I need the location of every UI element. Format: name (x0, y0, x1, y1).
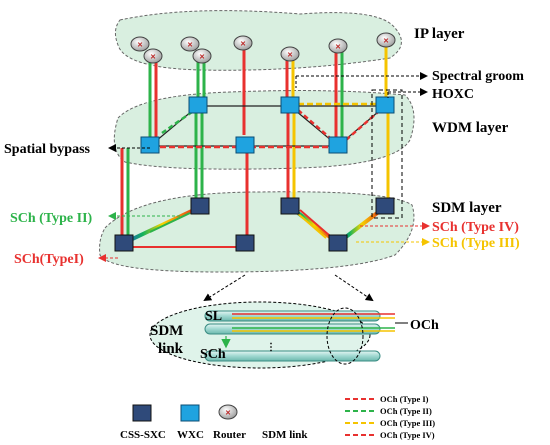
vertical-lightpaths (120, 45, 390, 240)
legend-css-sxc-label: CSS-SXC (120, 429, 166, 441)
router-icon: ✕ (143, 48, 163, 64)
routers: ✕ ✕ ✕ ✕ ✕ ✕ ✕ ✕ (130, 32, 396, 64)
legend-wxc-icon (180, 404, 200, 422)
legend-wxc-label: WXC (177, 429, 204, 441)
wxc-icon (188, 96, 208, 114)
spatial-bypass-label: Spatial bypass (4, 142, 91, 157)
spatial-lane-tube-2 (204, 323, 381, 335)
legend-och-type4-label: OCh (Type IV) (380, 430, 435, 440)
router-icon: ✕ (180, 36, 200, 52)
sxc-icon (280, 197, 300, 215)
router-icon: ✕ (280, 46, 300, 62)
svg-text:✕: ✕ (199, 53, 205, 61)
router-icon: ✕ (233, 35, 253, 51)
sxc-icon (375, 197, 395, 215)
sdm-layer-label: SDM layer (432, 200, 502, 216)
legend-sdm-link-label: SDM link (262, 429, 308, 441)
svg-text:✕: ✕ (240, 40, 246, 48)
och-label: OCh (410, 318, 439, 333)
legend-och-type1-label: OCh (Type I) (380, 394, 429, 404)
sch-label: SCh (200, 347, 226, 362)
hoxc-box (371, 89, 403, 219)
svg-text:✕: ✕ (187, 41, 193, 49)
svg-text:✕: ✕ (383, 37, 389, 45)
svg-text:✕: ✕ (150, 53, 156, 61)
router-icon: ✕ (328, 38, 348, 54)
wxc-icon (140, 136, 160, 154)
sxc-icon (190, 197, 210, 215)
wxc-icon (235, 136, 255, 154)
wxc-icon (375, 96, 395, 114)
legend-router-label: Router (213, 429, 246, 441)
ip-layer-plane (114, 10, 402, 71)
wdm-layer-label: WDM layer (432, 120, 509, 136)
lanes-ellipsis: ⋮ (266, 342, 276, 353)
wxc-icon (280, 96, 300, 114)
legend-router-icon: ✕ (218, 404, 238, 420)
hoxc-label: HOXC (432, 87, 474, 102)
svg-text:✕: ✕ (335, 43, 341, 51)
sl-label: SL (205, 309, 222, 324)
svg-text:✕: ✕ (137, 41, 143, 49)
spatial-lane-tube-1 (204, 310, 381, 322)
sdm-link-label-line2: link (158, 341, 184, 357)
sdm-link-label-line1: SDM (150, 323, 183, 339)
sxc-nodes (114, 197, 395, 252)
sch-type2-label: SCh (Type II) (10, 211, 93, 226)
router-icon: ✕ (192, 48, 212, 64)
sxc-icon (328, 234, 348, 252)
callout-arrows (98, 72, 428, 302)
sch-type4-label: SCh (Type IV) (432, 220, 519, 235)
svg-text:✕: ✕ (225, 409, 231, 417)
sch-type3-label: SCh (Type III) (432, 236, 520, 251)
wxc-icon (328, 136, 348, 154)
ip-layer-label: IP layer (414, 26, 465, 42)
spatial-lane-tube-3 (204, 350, 381, 362)
legend-och-type2-label: OCh (Type II) (380, 406, 432, 416)
legend: ✕ (132, 398, 375, 436)
sxc-icon (114, 234, 134, 252)
legend-css-sxc-icon (132, 404, 152, 422)
sxc-icon (235, 234, 255, 252)
wdm-layer-plane (113, 90, 415, 170)
router-icon: ✕ (130, 36, 150, 52)
sdm-colored-paths (132, 209, 331, 248)
svg-text:✕: ✕ (287, 51, 293, 59)
legend-och-type3-label: OCh (Type III) (380, 418, 435, 428)
sch-type1-label: SCh(TypeI) (14, 252, 84, 267)
spectral-groom-label: Spectral groom (432, 69, 524, 84)
sdm-link-detail (149, 301, 408, 369)
wxc-nodes (140, 96, 395, 154)
router-icon: ✕ (376, 32, 396, 48)
